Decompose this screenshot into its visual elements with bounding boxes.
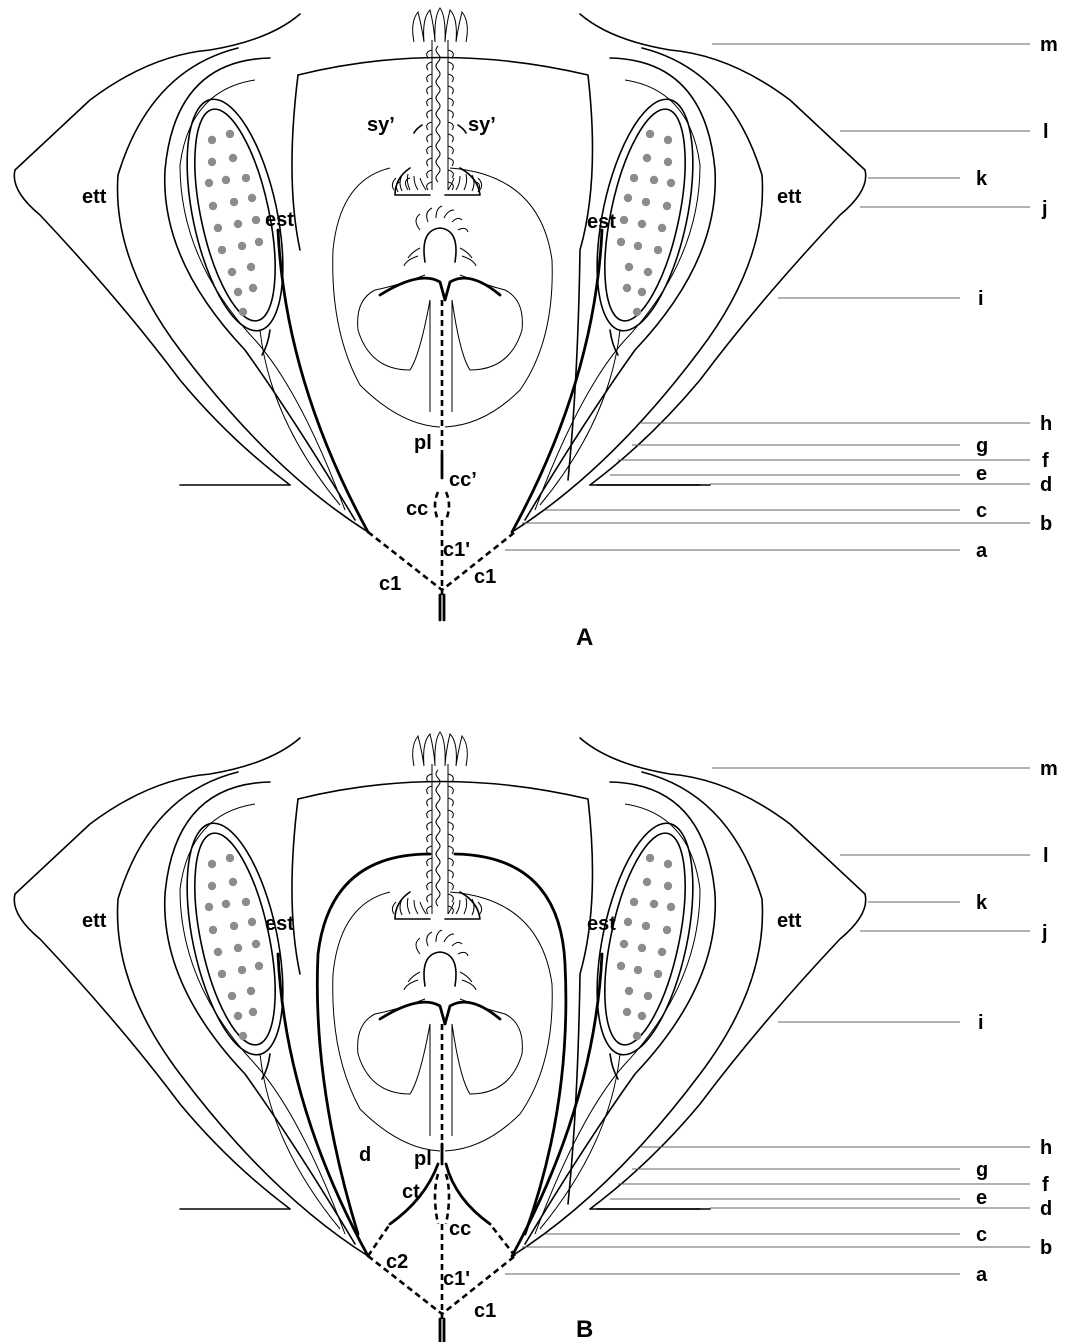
c1-label-b: c1 bbox=[474, 1300, 496, 1322]
ett-right-label-b: ett bbox=[777, 910, 802, 932]
label-f-b: f bbox=[1042, 1174, 1049, 1196]
label-k: k bbox=[976, 168, 988, 190]
label-m-b: m bbox=[1040, 758, 1058, 780]
est-right-label-b: est bbox=[587, 913, 616, 935]
c1-prime-label-b: c1' bbox=[443, 1268, 470, 1290]
cc-prime-label: cc’ bbox=[449, 469, 477, 491]
est-right-label: est bbox=[587, 211, 616, 233]
label-j: j bbox=[1041, 198, 1048, 220]
label-l-b: l bbox=[1043, 845, 1049, 867]
label-l: l bbox=[1043, 121, 1049, 143]
label-c: c bbox=[976, 500, 987, 522]
label-h-b: h bbox=[1040, 1137, 1052, 1159]
c1-prime-label: c1' bbox=[443, 539, 470, 561]
label-m: m bbox=[1040, 34, 1058, 56]
panel-a-label: A bbox=[576, 624, 593, 651]
est-left-label-b: est bbox=[265, 913, 294, 935]
label-d: d bbox=[1040, 474, 1052, 496]
ett-right-label: ett bbox=[777, 186, 802, 208]
label-g: g bbox=[976, 435, 988, 457]
sy-right-label: sy’ bbox=[468, 114, 496, 136]
ett-left-label-b: ett bbox=[82, 910, 107, 932]
pl-label-b: pl bbox=[414, 1148, 432, 1170]
label-k-b: k bbox=[976, 892, 988, 914]
label-c-b: c bbox=[976, 1224, 987, 1246]
label-b: b bbox=[1040, 513, 1052, 535]
ct-label-b: ct bbox=[402, 1181, 420, 1203]
label-a-b: a bbox=[976, 1264, 988, 1286]
est-left-label: est bbox=[265, 209, 294, 231]
pl-label: pl bbox=[414, 432, 432, 454]
c2-label-b: c2 bbox=[386, 1251, 408, 1273]
c1-right-label: c1 bbox=[474, 566, 496, 588]
label-d-b: d bbox=[1040, 1198, 1052, 1220]
label-a: a bbox=[976, 540, 988, 562]
cc-label: cc bbox=[406, 498, 428, 520]
panel-b-label: B bbox=[576, 1316, 593, 1342]
d-label-b: d bbox=[359, 1144, 371, 1166]
label-i-b: i bbox=[978, 1012, 984, 1034]
ett-left-label: ett bbox=[82, 186, 107, 208]
label-e: e bbox=[976, 463, 987, 485]
label-j-b: j bbox=[1041, 922, 1048, 944]
panel-b: ett ett est est d pl ct cc c2 c1' c1 B m… bbox=[14, 732, 1058, 1342]
label-e-b: e bbox=[976, 1187, 987, 1209]
cc-label-b: cc bbox=[449, 1218, 471, 1240]
label-b-b: b bbox=[1040, 1237, 1052, 1259]
sy-left-label: sy’ bbox=[367, 114, 395, 136]
label-h: h bbox=[1040, 413, 1052, 435]
panel-a: ett ett est est sy’ sy’ pl cc’ cc c1' c1… bbox=[14, 8, 1058, 651]
label-f: f bbox=[1042, 450, 1049, 472]
label-i: i bbox=[978, 288, 984, 310]
label-g-b: g bbox=[976, 1159, 988, 1181]
c1-left-label: c1 bbox=[379, 573, 401, 595]
